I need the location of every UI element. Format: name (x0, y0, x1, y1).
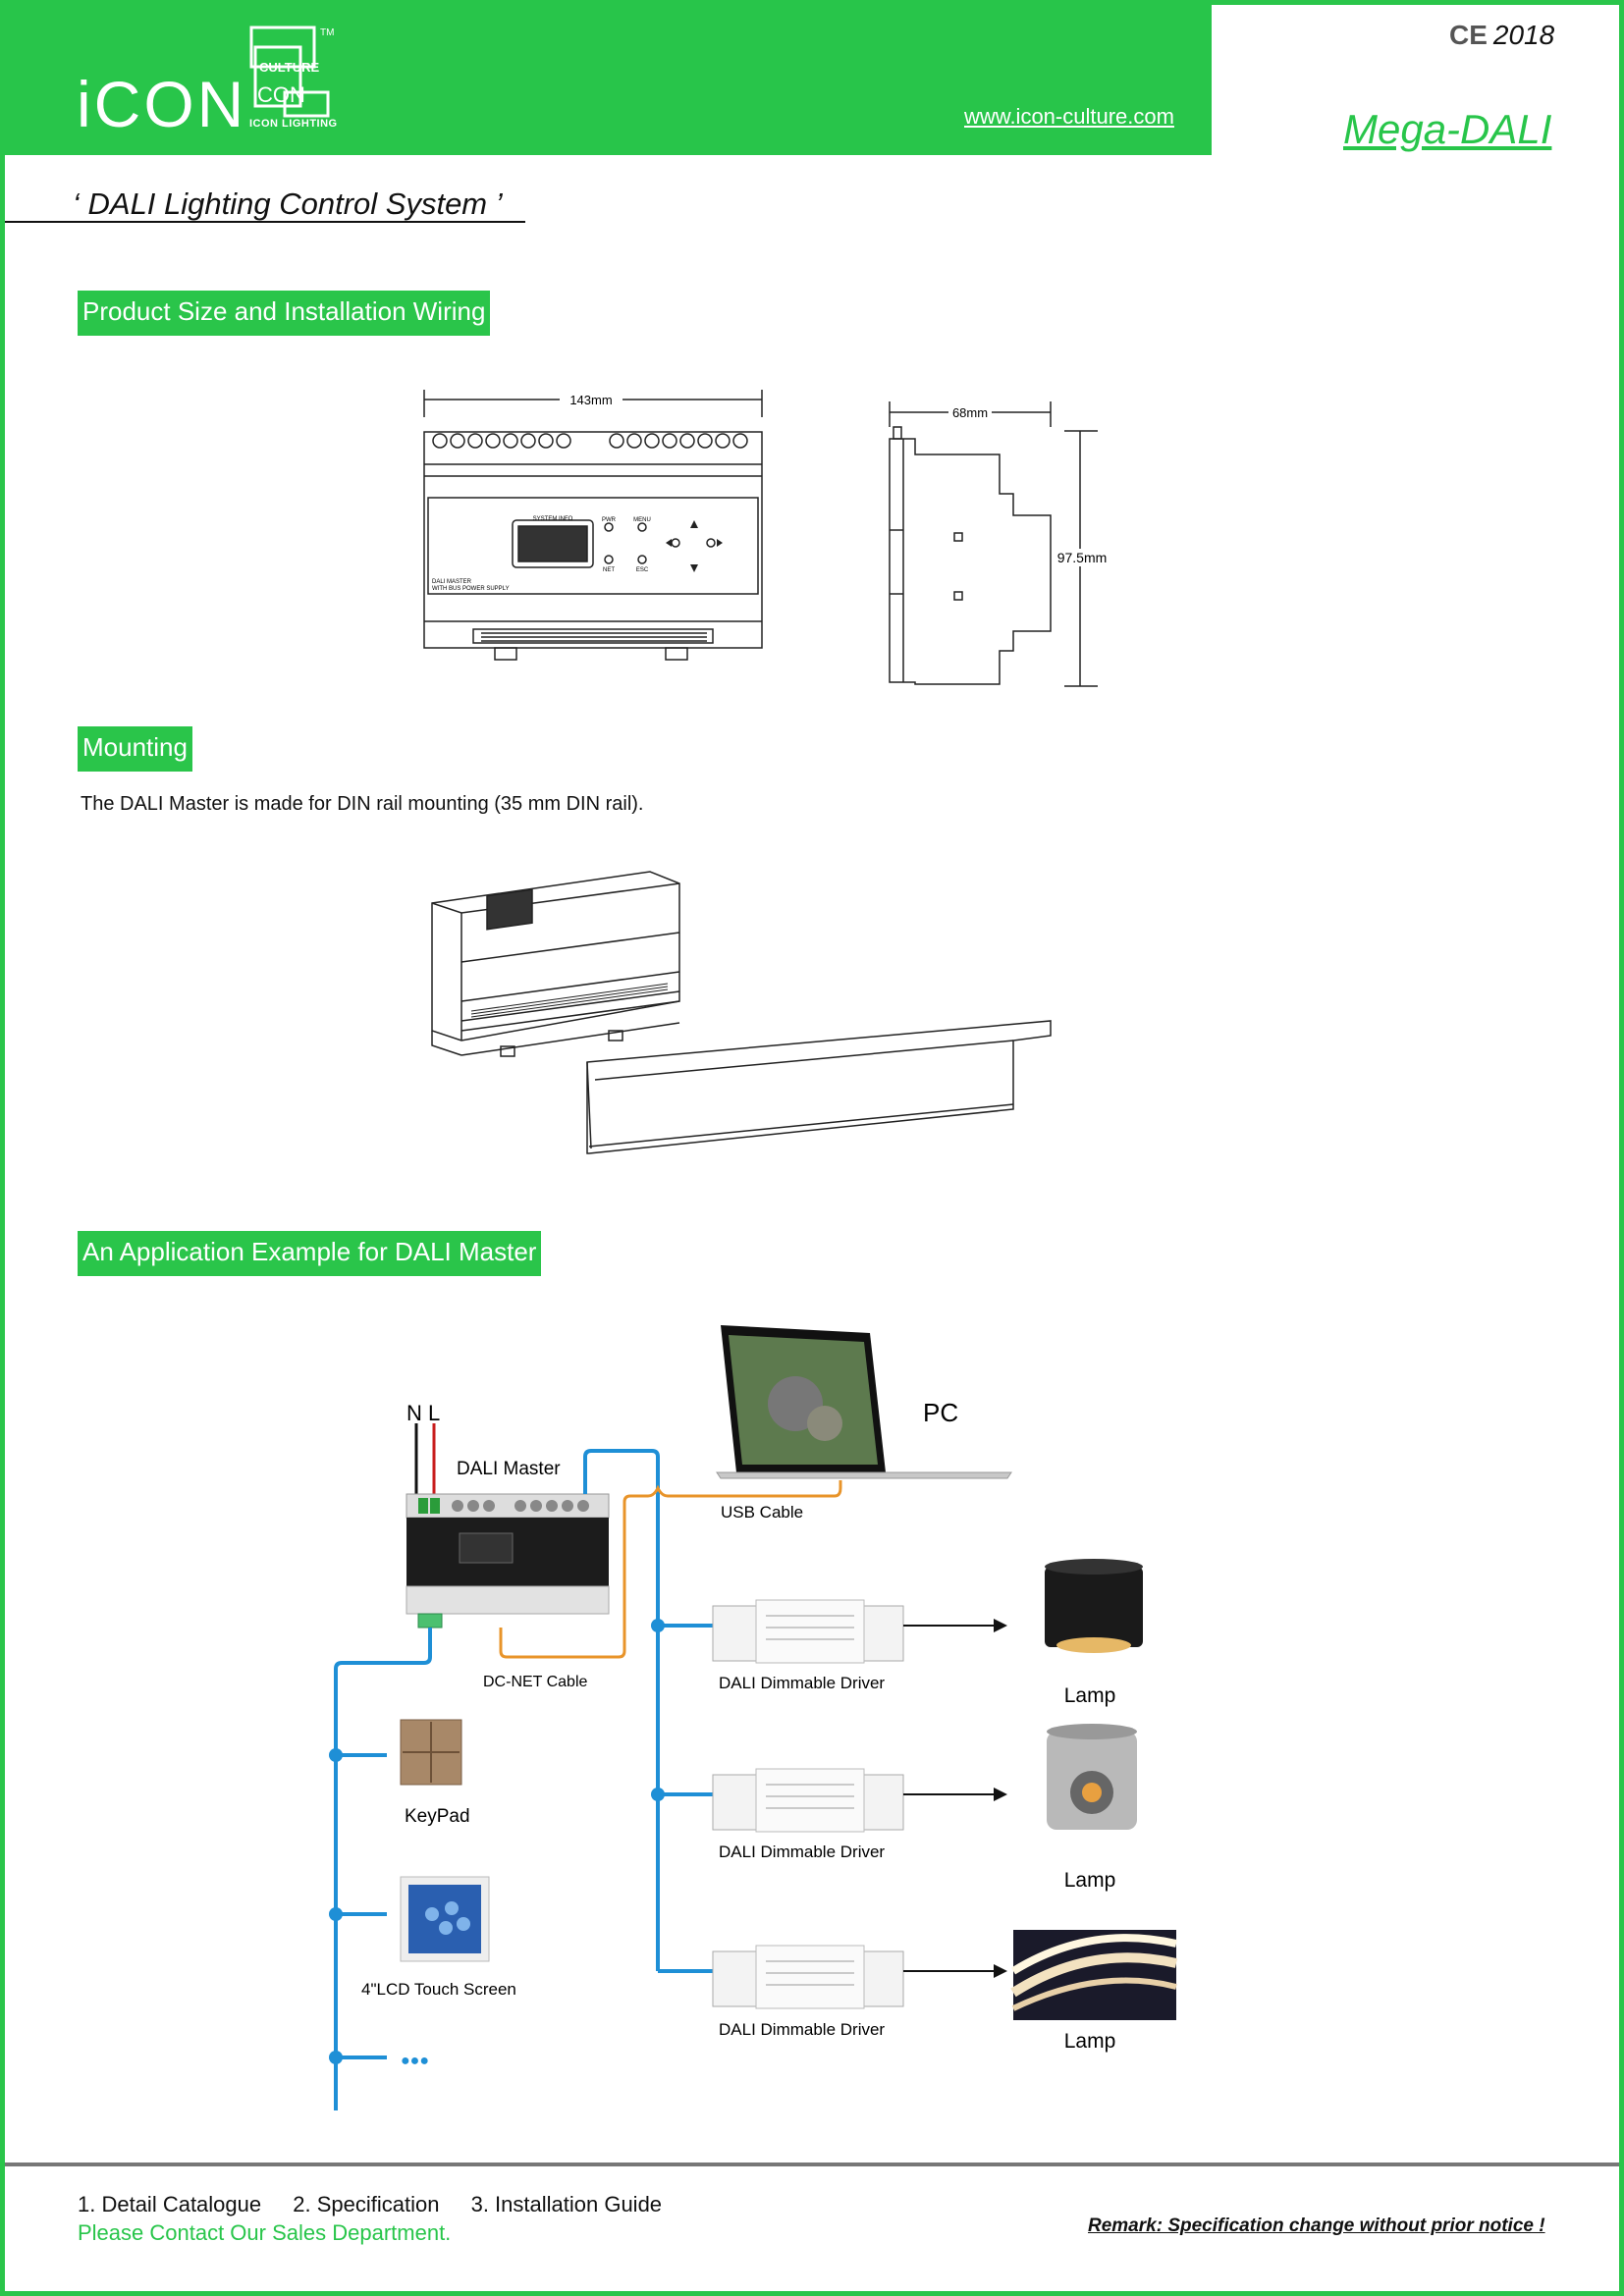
driver-row-2 (712, 1768, 1007, 1833)
driver-row-1 (712, 1599, 1007, 1664)
downlight-black-icon (1045, 1559, 1143, 1653)
logo-line-2: CON (257, 82, 305, 107)
wire-n-label: N (406, 1401, 422, 1425)
footer-links: 1. Detail Catalogue 2. Specification 3. … (78, 2192, 687, 2217)
title-underline (5, 221, 525, 223)
header-banner: iCON CULTURE CON TM ICON LIGHTING www.ic… (0, 0, 1212, 155)
driver-3-label: DALI Dimmable Driver (719, 2020, 885, 2039)
panel-esc: ESC (636, 567, 649, 573)
ce-mark-icon: CE (1449, 20, 1488, 50)
logo-line-1: CULTURE (259, 60, 319, 75)
dali-master-device (406, 1493, 610, 1629)
panel-net: NET (603, 567, 615, 573)
keypad-label: KeyPad (405, 1806, 470, 1827)
lamp-1-label: Lamp (1064, 1684, 1116, 1707)
product-name: Mega-DALI (1343, 106, 1552, 152)
depth-dimension: 68mm (952, 405, 988, 420)
driver-1-label: DALI Dimmable Driver (719, 1674, 885, 1692)
brand-logo-mark: CULTURE CON TM (249, 26, 334, 118)
panel-system-info: SYSTEM INFO (533, 516, 573, 522)
more-devices-ellipsis: ●●● (401, 2053, 429, 2069)
usb-cable-label: USB Cable (721, 1503, 803, 1522)
panel-pwr: PWR (602, 517, 617, 523)
product-size-drawing: 143mm SYSTEM INFO PWR MENU NET ESC DALI … (423, 390, 1108, 687)
lamp-2-label: Lamp (1064, 1869, 1116, 1892)
width-dimension: 143mm (569, 393, 612, 407)
application-diagram: N L DALI Master DC-NET Cable USB Cable (329, 1325, 1178, 2110)
touch-screen-icon (400, 1876, 490, 1962)
dcnet-cable-label: DC-NET Cable (483, 1674, 588, 1690)
touch-screen-label: 4"LCD Touch Screen (361, 1980, 516, 1999)
link-installation-guide[interactable]: 3. Installation Guide (470, 2192, 663, 2216)
logo-tm: TM (320, 27, 334, 38)
pc-label: PC (923, 1398, 958, 1427)
keypad-icon (400, 1719, 462, 1786)
document-title: ‘ DALI Lighting Control System ’ (73, 187, 503, 221)
contact-sales: Please Contact Our Sales Department. (78, 2220, 452, 2245)
height-dimension: 97.5mm (1057, 550, 1108, 565)
driver-2-label: DALI Dimmable Driver (719, 1842, 885, 1861)
link-detail-catalogue[interactable]: 1. Detail Catalogue (78, 2192, 262, 2216)
mounting-description: The DALI Master is made for DIN rail mou… (81, 793, 644, 815)
driver-row-3 (712, 1945, 1007, 2009)
panel-model-1: DALI MASTER (432, 579, 472, 585)
din-rail-mounting-drawing (431, 871, 1052, 1154)
led-strip-icon (1010, 1930, 1178, 2020)
panel-menu: MENU (633, 517, 651, 523)
wire-l-label: L (428, 1401, 440, 1425)
link-specification[interactable]: 2. Specification (293, 2192, 440, 2216)
section-heading-application: An Application Example for DALI Master (78, 1231, 542, 1276)
dali-master-label: DALI Master (457, 1459, 561, 1479)
section-heading-mounting: Mounting (78, 726, 192, 772)
lamp-3-label: Lamp (1064, 2030, 1116, 2053)
pc-laptop-icon (716, 1325, 1012, 1479)
panel-model-2: WITH BUS POWER SUPPLY (432, 586, 510, 592)
section-heading-size: Product Size and Installation Wiring (78, 291, 491, 336)
brand-logo-text: iCON (77, 68, 247, 140)
year-label: 2018 (1492, 20, 1555, 50)
website-link[interactable]: www.icon-culture.com (964, 104, 1174, 129)
downlight-silver-icon (1047, 1724, 1137, 1830)
footer-divider (5, 2163, 1619, 2166)
remark-note: Remark: Specification change without pri… (1088, 2216, 1545, 2236)
brand-logo-subtitle: ICON LIGHTING (249, 118, 338, 130)
